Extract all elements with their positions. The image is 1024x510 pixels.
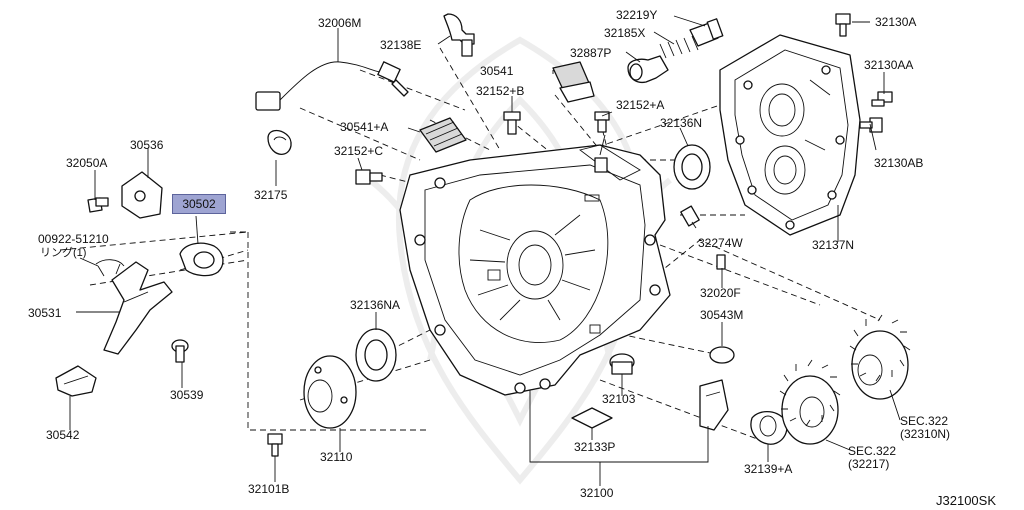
bolt-32101B bbox=[267, 433, 283, 457]
gasket-32139A bbox=[750, 411, 788, 445]
seal-32136NA bbox=[355, 328, 397, 382]
label-32103[interactable]: 32103 bbox=[602, 392, 636, 406]
label-32185X[interactable]: 32185X bbox=[604, 26, 646, 40]
label-30543M[interactable]: 30543M bbox=[700, 308, 744, 322]
clip-32175 bbox=[267, 129, 292, 155]
label-32138E[interactable]: 32138E bbox=[380, 38, 422, 52]
label-32101B[interactable]: 32101B bbox=[248, 482, 290, 496]
bearing-30502 bbox=[179, 242, 224, 277]
label-32137N[interactable]: 32137N bbox=[812, 238, 855, 252]
label-32130AA[interactable]: 32130AA bbox=[864, 58, 914, 72]
label-32274W[interactable]: 32274W bbox=[698, 236, 743, 250]
breather-32138E bbox=[443, 13, 475, 57]
sensor-32006M bbox=[255, 61, 409, 111]
label-32152A[interactable]: 32152+A bbox=[616, 98, 665, 112]
cover-32137N bbox=[719, 34, 861, 236]
label-00922-sub: リング(1) bbox=[40, 247, 87, 259]
label-00922-51210[interactable]: 00922-51210 bbox=[38, 232, 109, 246]
bolt-32050A bbox=[87, 197, 109, 213]
bolt-32152B bbox=[503, 111, 521, 135]
cap-30543M bbox=[709, 346, 735, 364]
gear-32217 bbox=[779, 359, 841, 445]
fork-30531 bbox=[103, 261, 173, 355]
label-32152B[interactable]: 32152+B bbox=[476, 84, 525, 98]
label-sec322-32217[interactable]: SEC.322 bbox=[848, 444, 897, 458]
label-32006M[interactable]: 32006M bbox=[318, 16, 362, 30]
bracket-lower bbox=[699, 379, 729, 431]
label-32136NA[interactable]: 32136NA bbox=[350, 298, 401, 312]
label-32139A[interactable]: 32139+A bbox=[744, 462, 793, 476]
label-sec322-32310N[interactable]: SEC.322 bbox=[900, 414, 949, 428]
dowel-32274W bbox=[680, 205, 700, 227]
label-30502-highlighted[interactable]: 30502 bbox=[172, 194, 226, 214]
seal-32136N bbox=[673, 144, 711, 190]
label-32133P[interactable]: 32133P bbox=[574, 440, 616, 454]
label-30531[interactable]: 30531 bbox=[28, 306, 62, 320]
label-32130AB[interactable]: 32130AB bbox=[874, 156, 924, 170]
gear-32310N bbox=[849, 314, 911, 400]
gasket-32133P bbox=[571, 407, 613, 429]
label-30542[interactable]: 30542 bbox=[46, 428, 80, 442]
label-30536[interactable]: 30536 bbox=[130, 138, 164, 152]
assembly-dash-lines bbox=[59, 47, 881, 441]
label-sec322-32310N-sub: (32310N) bbox=[900, 427, 951, 441]
housing-32100 bbox=[399, 134, 671, 396]
bolt-32152C bbox=[355, 169, 383, 185]
label-30541A[interactable]: 30541+A bbox=[340, 120, 389, 134]
bolt-32130A bbox=[835, 13, 851, 37]
boot-30542 bbox=[55, 365, 97, 397]
plunger-assembly bbox=[627, 18, 724, 84]
pivot-30539 bbox=[171, 339, 189, 363]
ring-00922 bbox=[95, 259, 125, 277]
bracket-30536 bbox=[121, 171, 163, 219]
pin-32020F bbox=[716, 254, 726, 270]
label-32136N[interactable]: 32136N bbox=[660, 116, 703, 130]
label-32887P[interactable]: 32887P bbox=[570, 46, 612, 60]
label-32175[interactable]: 32175 bbox=[254, 188, 288, 202]
pad-30541A bbox=[419, 117, 467, 153]
diagram-code: J32100SK bbox=[936, 493, 996, 508]
bolt-32130AA bbox=[871, 91, 893, 107]
bolt-32152A bbox=[594, 111, 610, 133]
retainer-32110 bbox=[303, 355, 357, 429]
label-32020F[interactable]: 32020F bbox=[700, 286, 741, 300]
label-32130A[interactable]: 32130A bbox=[875, 15, 917, 29]
label-30539[interactable]: 30539 bbox=[170, 388, 204, 402]
label-32152C[interactable]: 32152+C bbox=[334, 144, 384, 158]
plug-32103 bbox=[609, 353, 635, 375]
label-30541[interactable]: 30541 bbox=[480, 64, 514, 78]
leader-lines bbox=[69, 15, 901, 486]
label-32110[interactable]: 32110 bbox=[320, 450, 353, 464]
label-sec322-32217-sub: (32217) bbox=[848, 457, 890, 471]
pad-30541 bbox=[552, 61, 595, 103]
label-32050A[interactable]: 32050A bbox=[66, 156, 108, 170]
label-32219Y[interactable]: 32219Y bbox=[616, 8, 658, 22]
label-32100[interactable]: 32100 bbox=[580, 486, 614, 500]
bolt-32130AB bbox=[859, 117, 883, 133]
